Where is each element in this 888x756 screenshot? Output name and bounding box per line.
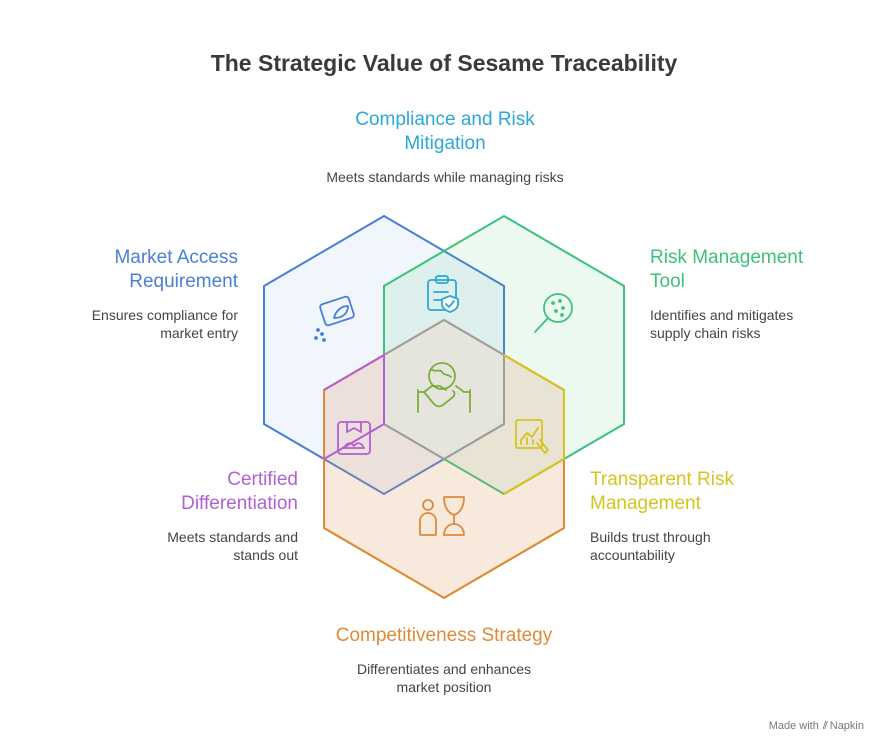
edge-transparent [503, 354, 565, 495]
footer-attribution[interactable]: Made with⫽Napkin [769, 720, 864, 733]
footer-text: Made with [768, 720, 819, 732]
globe-handshake-icon [417, 362, 471, 413]
certified-heading: Certified Differentiation [181, 469, 298, 514]
risk-tool-description: Identifies and mitigates supply chain ri… [650, 307, 794, 341]
footer-brand: Napkin [829, 720, 864, 732]
transparent-description: Builds trust through accountability [590, 529, 711, 563]
risk-tool-heading: Risk Management Tool [650, 247, 804, 292]
seed-card-icon [314, 295, 355, 342]
magnifier-icon [534, 293, 573, 333]
clipboard-shield-icon [427, 275, 459, 313]
napkin-logo-icon: ⫽ [822, 720, 828, 732]
compliance-heading: Compliance and Risk Mitigation [355, 109, 535, 154]
competitiveness-heading: Competitiveness Strategy [335, 625, 553, 646]
certificate-icon [337, 421, 371, 455]
edge-certified [323, 353, 385, 460]
transparent-heading: Transparent Risk Management [590, 469, 734, 514]
market-access-description: Ensures compliance for market entry [91, 307, 238, 341]
compliance-description: Meets standards while managing risks [326, 169, 564, 185]
competitiveness-description: Differentiates and enhances market posit… [356, 661, 532, 695]
person-trophy-icon [419, 496, 465, 536]
market-access-heading: Market Access Requirement [114, 247, 238, 292]
diagram-title: The Strategic Value of Sesame Traceabili… [210, 50, 678, 76]
chart-presentation-icon [515, 419, 549, 454]
certified-description: Meets standards and stands out [167, 529, 298, 563]
